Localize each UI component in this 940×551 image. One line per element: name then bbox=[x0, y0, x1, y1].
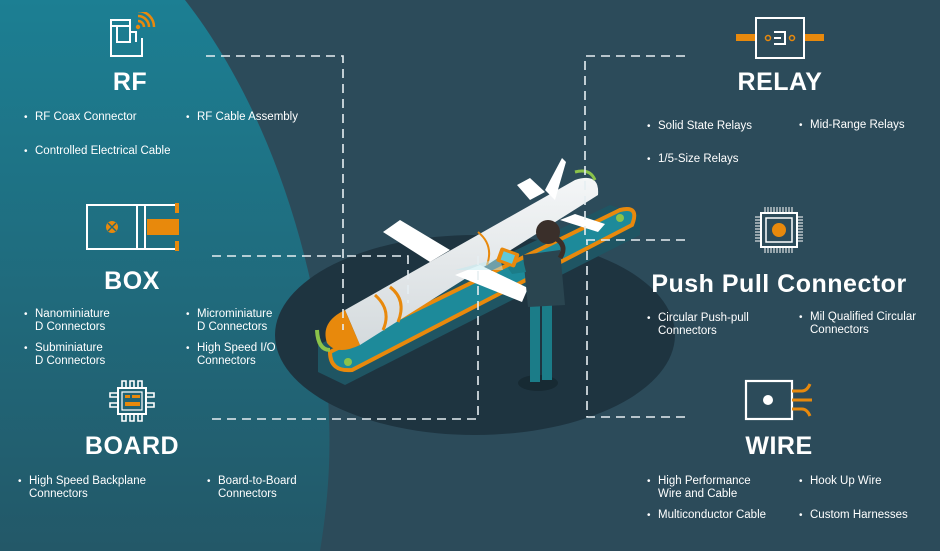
list-item: Controlled Electrical Cable bbox=[24, 145, 171, 158]
list-item: High Speed I/O Connectors bbox=[186, 342, 276, 368]
list-item: RF Coax Connector bbox=[24, 111, 137, 124]
section-title-relay: RELAY bbox=[737, 68, 823, 96]
list-item: Mil Qualified Circular Connectors bbox=[799, 311, 916, 337]
relay-icon bbox=[736, 17, 824, 59]
list-item: Board-to-Board Connectors bbox=[207, 475, 297, 501]
list-item: Nanominiature D Connectors bbox=[24, 308, 110, 334]
list-item: Microminiature D Connectors bbox=[186, 308, 272, 334]
list-item: Multiconductor Cable bbox=[647, 509, 766, 522]
microchip-icon bbox=[755, 207, 803, 253]
wire-terminal-icon bbox=[744, 379, 812, 421]
list-item: Solid State Relays bbox=[647, 120, 752, 133]
section-title-board: BOARD bbox=[84, 432, 180, 460]
section-title-push-pull: Push Pull Connector bbox=[651, 270, 907, 298]
circuit-board-chip-icon bbox=[109, 380, 155, 422]
box-connector-icon bbox=[86, 203, 179, 251]
dashed-guide-lines bbox=[206, 55, 685, 420]
list-item: Custom Harnesses bbox=[799, 509, 908, 522]
teal-background-shape bbox=[0, 0, 330, 551]
tablet-scan-beam bbox=[455, 258, 503, 270]
list-item: High Performance Wire and Cable bbox=[647, 475, 751, 501]
floor-ellipse bbox=[275, 235, 675, 435]
list-item: RF Cable Assembly bbox=[186, 111, 298, 124]
section-title-wire: WIRE bbox=[745, 432, 813, 460]
list-item: Hook Up Wire bbox=[799, 475, 882, 488]
conveyor-belt bbox=[318, 205, 640, 385]
section-title-rf: RF bbox=[112, 68, 148, 96]
list-item: 1/5-Size Relays bbox=[647, 153, 739, 166]
technician-figure bbox=[496, 220, 566, 391]
list-item: Mid-Range Relays bbox=[799, 119, 905, 132]
list-item: Circular Push-pull Connectors bbox=[647, 312, 749, 338]
section-title-box: BOX bbox=[104, 267, 160, 295]
list-item: High Speed Backplane Connectors bbox=[18, 475, 146, 501]
list-item: Subminiature D Connectors bbox=[24, 342, 105, 368]
missile bbox=[315, 158, 605, 352]
rf-wireless-icon bbox=[110, 12, 156, 57]
